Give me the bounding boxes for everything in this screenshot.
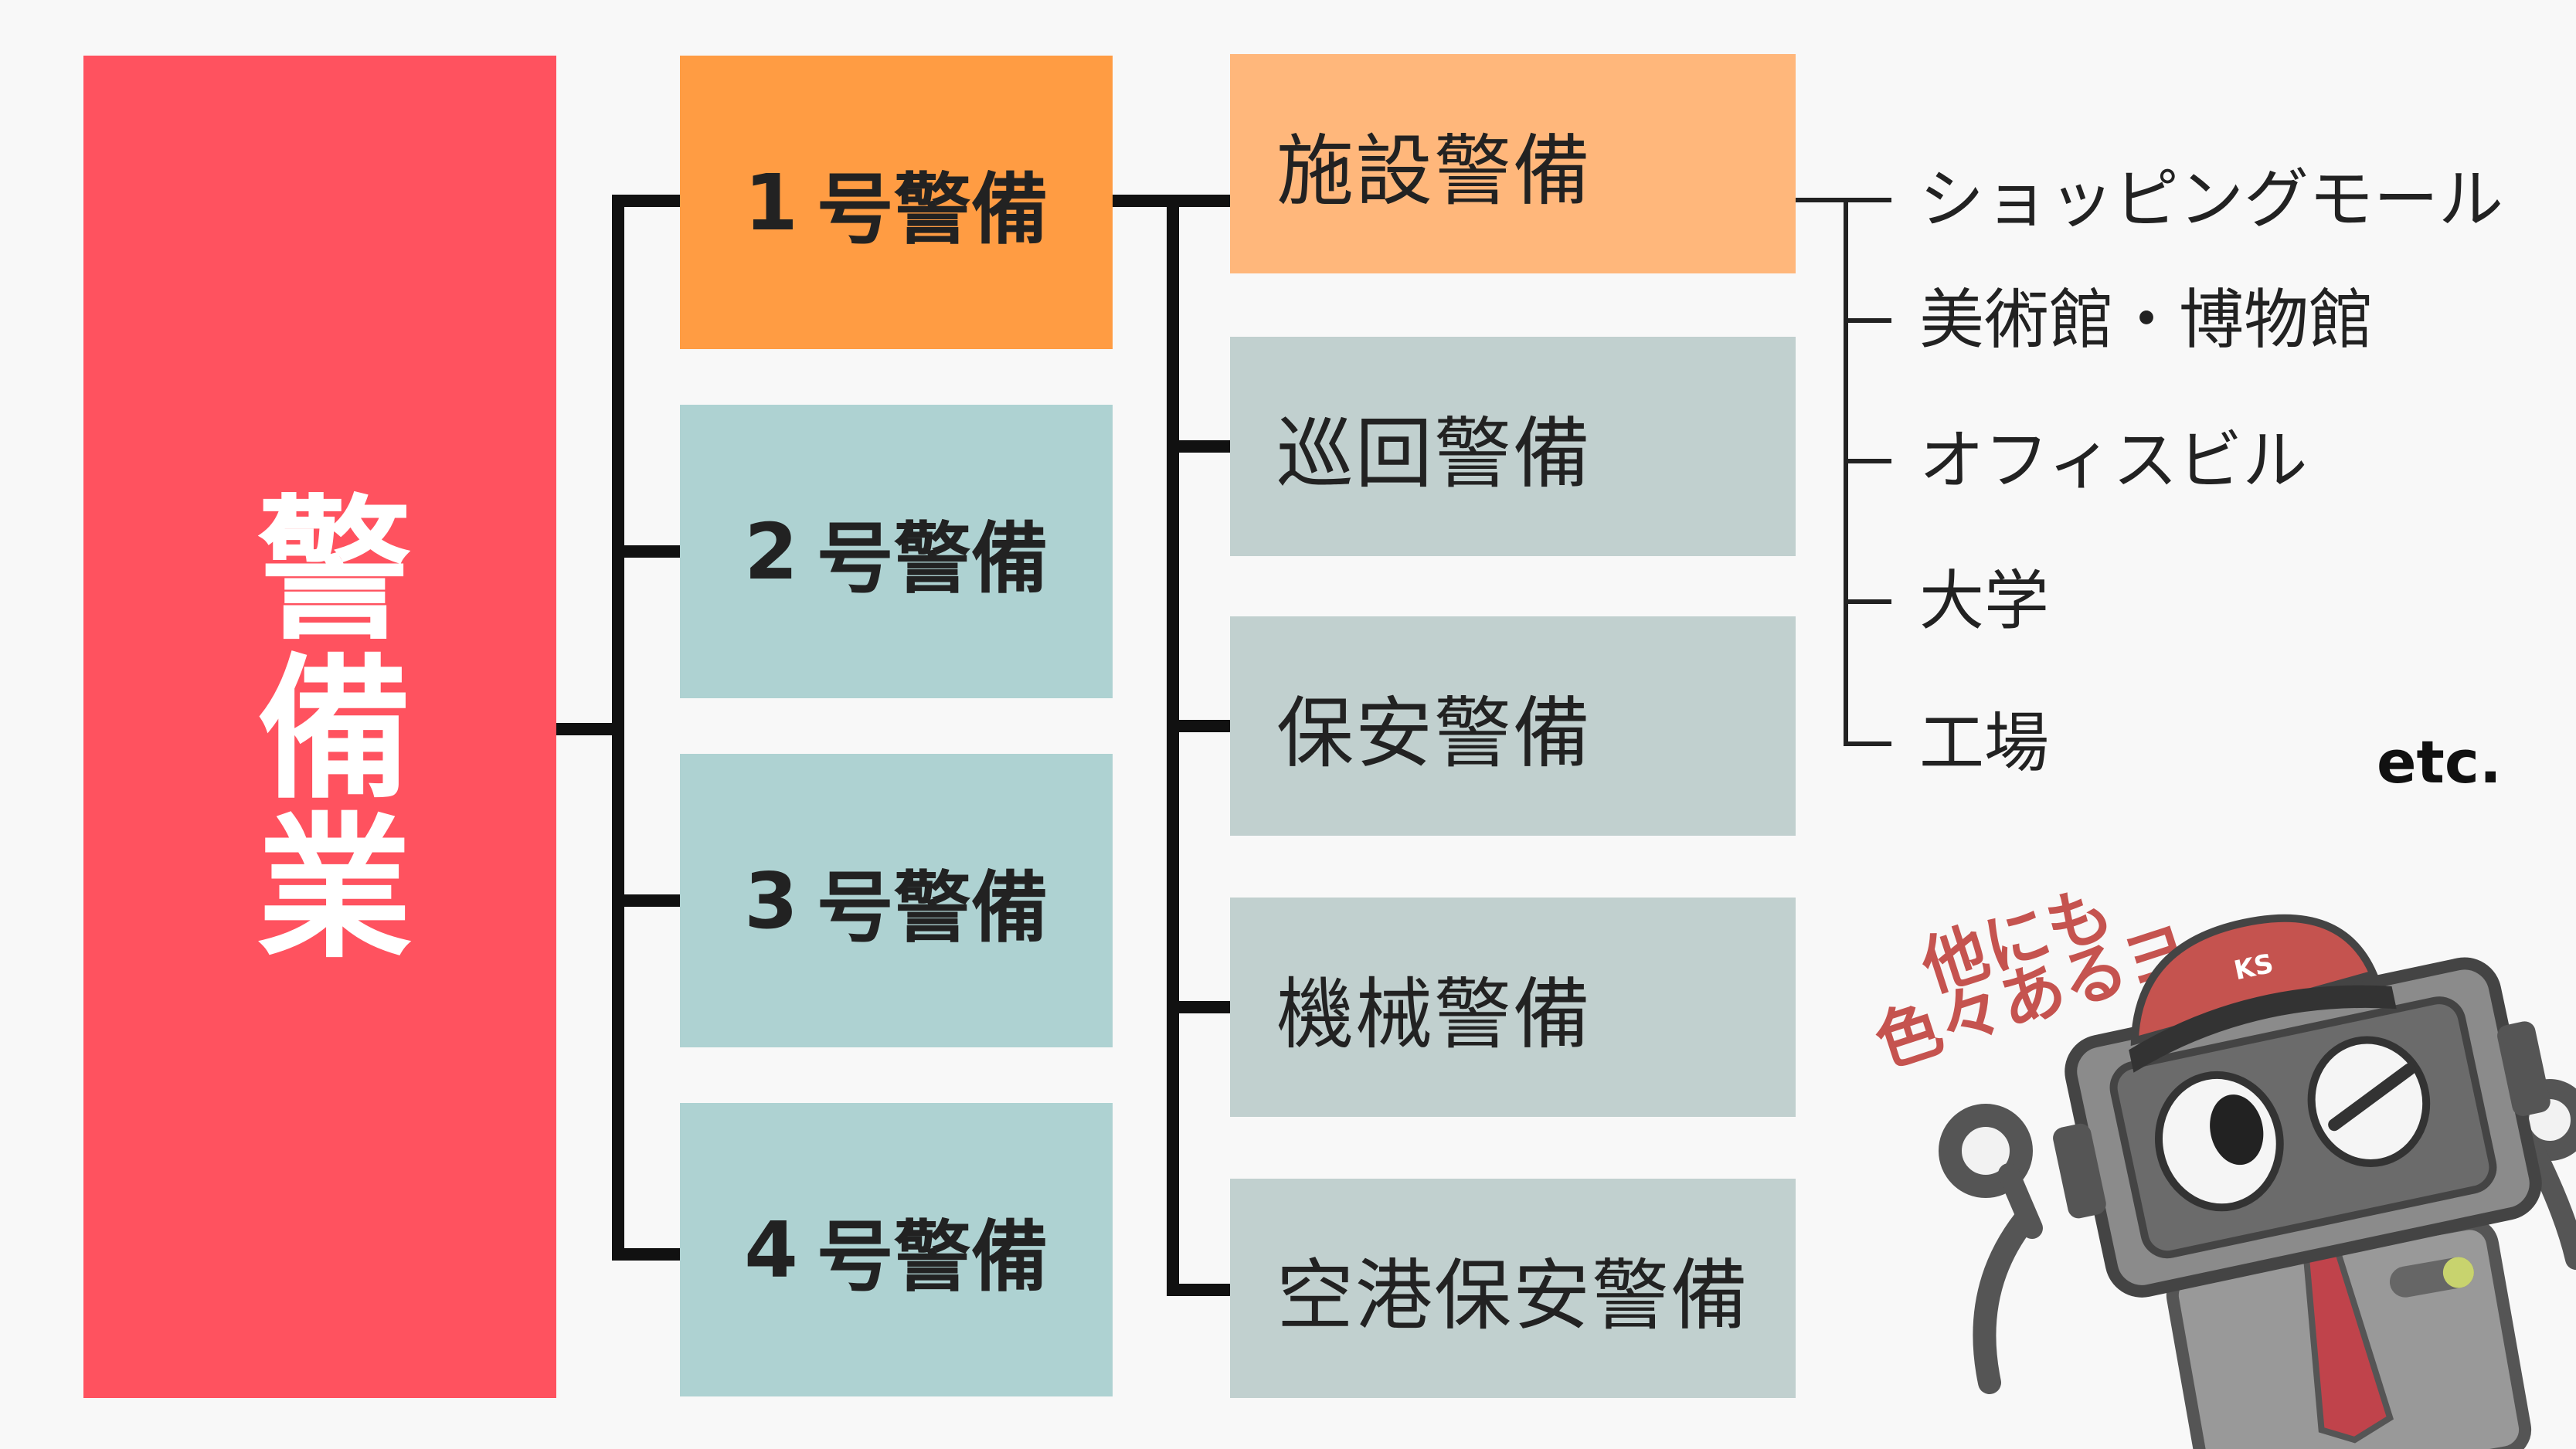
etc-label: etc. [2377, 728, 2502, 796]
level2-node-machine: 機械警備 [1230, 898, 1796, 1117]
connector-leaf-tick [1848, 599, 1891, 604]
level1-number: 3 [744, 855, 798, 946]
level1-node-4: 4 号警備 [680, 1103, 1113, 1396]
leaf-office-building: オフィスビル [1919, 422, 2308, 498]
level2-label: 保安警備 [1276, 687, 1592, 779]
connector-level2-branch [1167, 1001, 1230, 1013]
connector-level1-branch [612, 894, 680, 907]
level2-label: 機械警備 [1276, 969, 1592, 1060]
level1-label: 号警備 [816, 513, 1048, 604]
connector-level1-branch [612, 1248, 680, 1261]
level2-label: 空港保安警備 [1276, 1250, 1749, 1341]
leaf-museum: 美術館・博物館 [1919, 282, 2374, 358]
root-node-security-industry: 警備業 [83, 56, 556, 1398]
connector-level1-vertical [612, 195, 624, 1261]
level1-node-2: 2 号警備 [680, 405, 1113, 698]
root-label: 警備業 [230, 488, 410, 965]
level1-node-1: 1 号警備 [680, 56, 1113, 349]
level1-number: 2 [744, 506, 798, 597]
connector-leaf-vertical [1844, 198, 1848, 746]
connector-level1-branch [612, 195, 680, 207]
connector-leaf-stem [1796, 198, 1848, 202]
leaf-university: 大学 [1919, 563, 2050, 639]
level2-node-patrol: 巡回警備 [1230, 337, 1796, 556]
level1-label: 号警備 [816, 1211, 1048, 1302]
connector-leaf-tick [1848, 741, 1891, 746]
level1-label: 号警備 [816, 862, 1048, 953]
connector-level2-branch [1167, 720, 1230, 732]
level1-node-3: 3 号警備 [680, 754, 1113, 1047]
level1-number: 4 [744, 1204, 798, 1295]
leaf-factory: 工場 [1919, 705, 2050, 781]
level2-node-facility: 施設警備 [1230, 54, 1796, 273]
level1-label: 号警備 [816, 164, 1048, 255]
level2-label: 巡回警備 [1276, 408, 1592, 499]
connector-leaf-tick [1848, 198, 1891, 202]
connector-leaf-tick [1848, 318, 1891, 323]
connector-leaf-tick [1848, 459, 1891, 463]
level2-node-airport: 空港保安警備 [1230, 1179, 1796, 1398]
level2-node-protection: 保安警備 [1230, 616, 1796, 836]
level2-label: 施設警備 [1276, 125, 1592, 216]
connector-root-horizontal [556, 723, 624, 735]
connector-level2-branch [1167, 1284, 1230, 1296]
connector-level2-branch [1167, 440, 1230, 453]
level1-number: 1 [744, 157, 798, 248]
connector-level1-branch [612, 545, 680, 558]
robot-mascot-icon: KS [1939, 914, 2576, 1449]
leaf-shopping-mall: ショッピングモール [1919, 161, 2504, 237]
connector-level2-vertical [1167, 195, 1179, 1296]
